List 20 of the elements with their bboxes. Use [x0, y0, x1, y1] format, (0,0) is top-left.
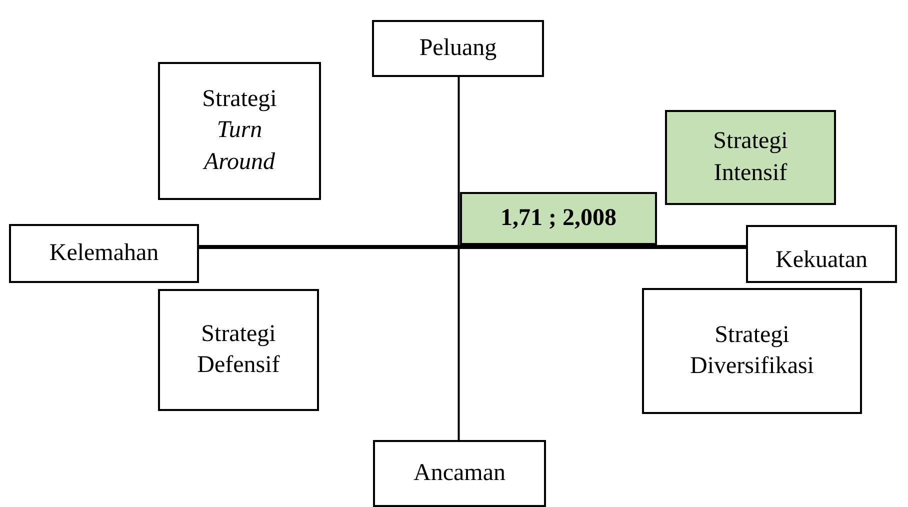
node-label: Strategi Turn Around — [201, 85, 278, 177]
node-label: Kelemahan — [49, 238, 159, 268]
text-box — [158, 62, 321, 200]
text-box — [9, 224, 199, 283]
coordinate-label: 1,71 ; 2,008 — [500, 204, 616, 233]
value-box — [460, 192, 657, 245]
text-box — [642, 288, 862, 414]
text-box — [746, 225, 897, 283]
node-label: Peluang — [419, 34, 497, 63]
text-box — [372, 20, 544, 77]
node-label: Strategi Diversifikasi — [689, 320, 815, 381]
node-label: Kekuatan — [776, 246, 868, 276]
axis-line — [199, 245, 746, 249]
node-label: Strategi Intensif — [712, 127, 789, 188]
text-box — [158, 289, 319, 411]
node-label: Ancaman — [414, 458, 506, 488]
text-box — [665, 110, 836, 205]
node-label: Strategi Defensif — [196, 320, 281, 380]
axis-line — [458, 77, 460, 440]
text-box — [373, 440, 546, 507]
